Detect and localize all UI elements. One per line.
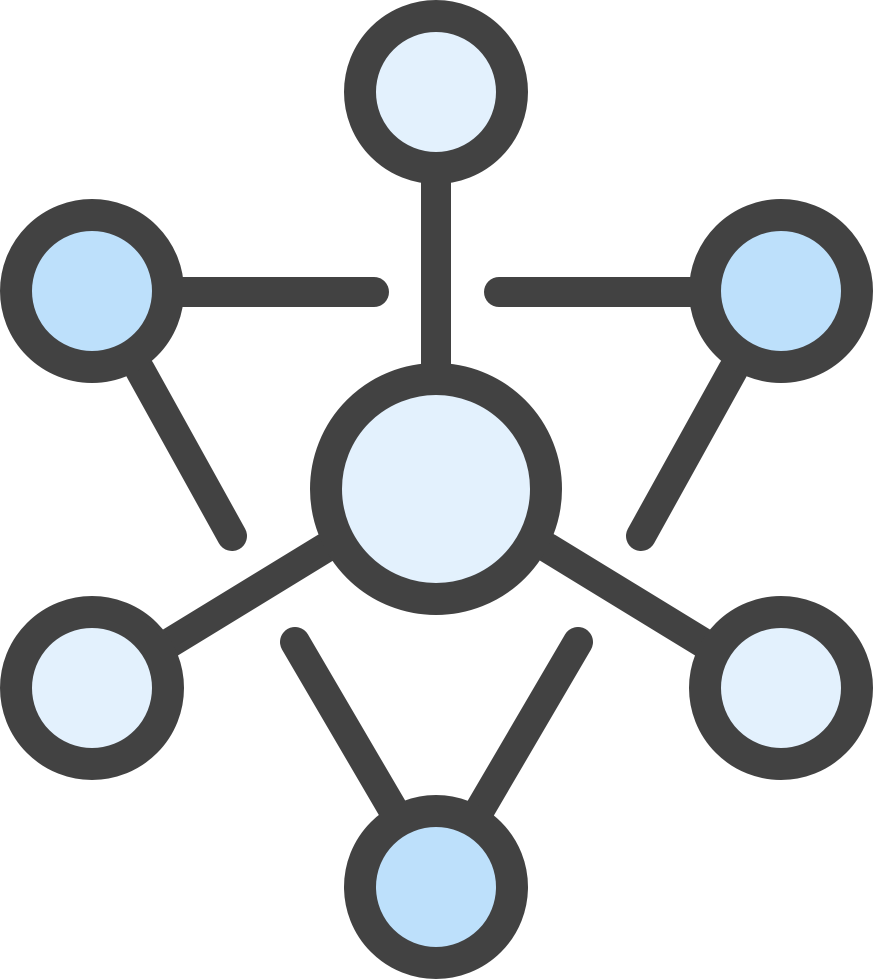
node-upper-left <box>0 199 184 383</box>
link-center-lower-right <box>533 533 720 659</box>
node-center <box>310 363 562 615</box>
node-lower-left <box>0 596 184 780</box>
link-bottom-right-diagonal <box>460 627 593 833</box>
node-bottom <box>344 795 528 979</box>
node-upper-right <box>689 199 873 383</box>
link-upper-left-diagonal <box>125 355 247 551</box>
link-center-lower-left <box>153 533 340 659</box>
link-bottom-left-diagonal <box>280 627 413 833</box>
node-lower-right <box>689 596 873 780</box>
node-top <box>344 0 528 184</box>
link-upper-right-diagonal <box>626 355 748 551</box>
